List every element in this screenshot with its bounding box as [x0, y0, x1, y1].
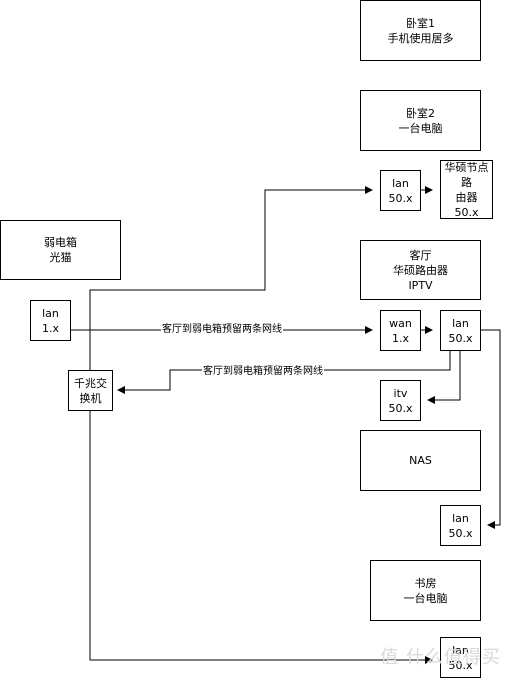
bedroom2-line2: 一台电脑	[398, 121, 443, 135]
line-switch-to-lan-top	[89, 186, 373, 370]
wan-line1: wan	[389, 316, 412, 330]
node-router-line3: 50.x	[454, 205, 479, 219]
lan-top-line2: 50.x	[388, 191, 413, 205]
itv-line2: 50.x	[388, 401, 413, 415]
edge-label-modem-to-wan: 客厅到弱电箱预留两条网线	[161, 324, 283, 336]
living-room-line3: IPTV	[408, 278, 433, 292]
line-router-to-study-lan	[480, 329, 501, 529]
edge-label-router-to-switch: 客厅到弱电箱预留两条网线	[202, 366, 324, 378]
living-room-line2: 华硕路由器	[393, 263, 448, 277]
lan-modem-line1: lan	[42, 306, 59, 320]
lan-bottom-line2: 50.x	[448, 658, 473, 672]
lan-top-line1: lan	[392, 176, 409, 190]
bedroom2-box: 卧室2 一台电脑	[360, 90, 481, 151]
lan-bottom-line1: lan	[452, 643, 469, 657]
living-room-line1: 客厅	[409, 248, 432, 262]
lan-router-line1: lan	[452, 316, 469, 330]
lan-modem-box: lan 1.x	[30, 300, 71, 341]
lan-study-box: lan 50.x	[440, 505, 481, 546]
study-box: 书房 一台电脑	[370, 560, 481, 621]
itv-box: itv 50.x	[380, 380, 421, 421]
switch-box: 千兆交 换机	[68, 370, 113, 411]
lan-top-box: lan 50.x	[380, 170, 421, 211]
itv-line1: itv	[393, 386, 408, 400]
switch-line2: 换机	[79, 391, 102, 405]
lan-bottom-box: lan 50.x	[440, 637, 481, 678]
line-router-to-itv	[427, 350, 461, 404]
lan-study-line1: lan	[452, 511, 469, 525]
node-router-line2: 由器	[455, 190, 478, 204]
line-switch-to-lan-bottom	[89, 410, 433, 664]
bedroom2-line1: 卧室2	[406, 106, 435, 120]
bedroom1-line2: 手机使用居多	[387, 31, 454, 45]
switch-line1: 千兆交	[74, 376, 107, 390]
bedroom1-line1: 卧室1	[406, 16, 435, 30]
bedroom1-box: 卧室1 手机使用居多	[360, 0, 481, 61]
nas-box: NAS	[360, 430, 481, 491]
line-router-to-switch	[117, 350, 451, 394]
wan-line2: 1.x	[391, 331, 409, 345]
study-line2: 一台电脑	[403, 591, 448, 605]
study-line1: 书房	[414, 576, 437, 590]
lan-router-box: lan 50.x	[440, 310, 481, 351]
node-router-line1: 华硕节点路	[444, 160, 489, 189]
wan-box: wan 1.x	[380, 310, 421, 351]
weak-box-line1: 弱电箱	[44, 236, 77, 249]
living-room-box: 客厅 华硕路由器 IPTV	[360, 240, 481, 300]
weak-box: 弱电箱 光猫	[0, 220, 121, 280]
lan-router-line2: 50.x	[448, 331, 473, 345]
watermark-logo: 值 什么值得买	[380, 647, 501, 668]
lan-study-line2: 50.x	[448, 526, 473, 540]
nas-line1: NAS	[409, 454, 432, 467]
node-router-box: 华硕节点路 由器 50.x	[440, 160, 493, 219]
lan-modem-line2: 1.x	[41, 321, 59, 335]
weak-box-line2: 光猫	[49, 251, 72, 264]
